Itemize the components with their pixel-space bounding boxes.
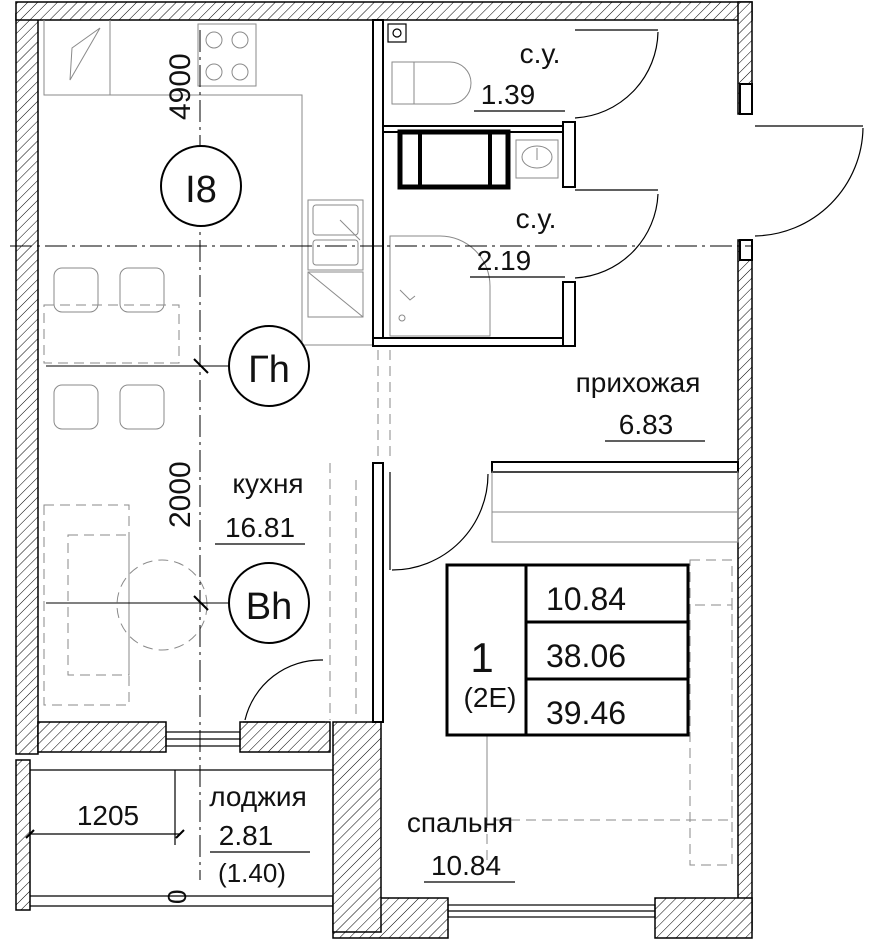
- svg-text:с.у.: с.у.: [520, 38, 561, 69]
- shower-icon: [389, 235, 491, 337]
- svg-text:прихожая: прихожая: [576, 367, 701, 398]
- axis-marker-gh: Гh: [228, 325, 310, 407]
- rooms-count: 1: [470, 634, 493, 681]
- axis-marker-bh: Bh: [228, 562, 310, 644]
- apartment-type: (2E): [464, 682, 517, 713]
- svg-text:(1.40): (1.40): [218, 858, 286, 888]
- svg-text:10.84: 10.84: [431, 850, 501, 881]
- svg-text:2.19: 2.19: [477, 245, 532, 276]
- svg-text:2.81: 2.81: [219, 820, 274, 851]
- svg-text:1.39: 1.39: [481, 79, 536, 110]
- furniture: [43, 20, 739, 866]
- stove-icon: [197, 23, 257, 87]
- room-label-kitchen: кухня 16.81: [215, 468, 305, 545]
- apartment-info-table: 1 (2E) 10.84 38.06 39.46: [445, 563, 690, 737]
- room-label-wc2: с.у. 2.19: [470, 203, 565, 278]
- washing-machine-icon: [397, 129, 511, 190]
- svg-text:I8: I8: [185, 169, 217, 211]
- kitchen-sink-icon: [307, 199, 364, 271]
- total-area-with-loggia: 39.46: [546, 695, 626, 731]
- room-label-hall: прихожая 6.83: [576, 367, 705, 442]
- washbasin-icon: [515, 139, 559, 179]
- toilet-icon: [391, 61, 472, 105]
- svg-text:Гh: Гh: [248, 349, 290, 391]
- dimensions: 4900 2000 1205 0: [25, 53, 197, 904]
- dining-set-icon: [43, 267, 180, 430]
- dimension-2000: 2000: [164, 461, 197, 528]
- room-label-wc1: с.у. 1.39: [474, 38, 565, 112]
- doors: [243, 29, 864, 723]
- dishwasher-icon: [307, 271, 364, 318]
- svg-text:спальня: спальня: [407, 807, 513, 838]
- wardrobe-icon: [491, 471, 739, 543]
- svg-text:с.у.: с.у.: [516, 203, 557, 234]
- svg-text:Bh: Bh: [246, 586, 292, 628]
- svg-text:16.81: 16.81: [225, 512, 295, 543]
- windows: [165, 731, 656, 918]
- svg-text:6.83: 6.83: [619, 409, 674, 440]
- dimension-1205: 1205: [77, 800, 139, 831]
- svg-text:кухня: кухня: [232, 468, 303, 499]
- sofa-icon: [43, 504, 130, 706]
- partitions: [372, 19, 753, 723]
- total-area: 38.06: [546, 638, 626, 674]
- riser-icon: [387, 23, 407, 43]
- room-label-bedroom: спальня 10.84: [407, 807, 515, 883]
- round-table-icon: [116, 559, 208, 651]
- living-area: 10.84: [546, 581, 626, 617]
- dimension-0: 0: [162, 890, 192, 904]
- svg-text:лоджия: лоджия: [209, 781, 306, 812]
- dimension-4900: 4900: [164, 53, 197, 120]
- loggia-outline: [30, 769, 333, 907]
- axis-marker-18: I8: [160, 145, 242, 227]
- room-label-loggia: лоджия 2.81 (1.40): [209, 781, 310, 888]
